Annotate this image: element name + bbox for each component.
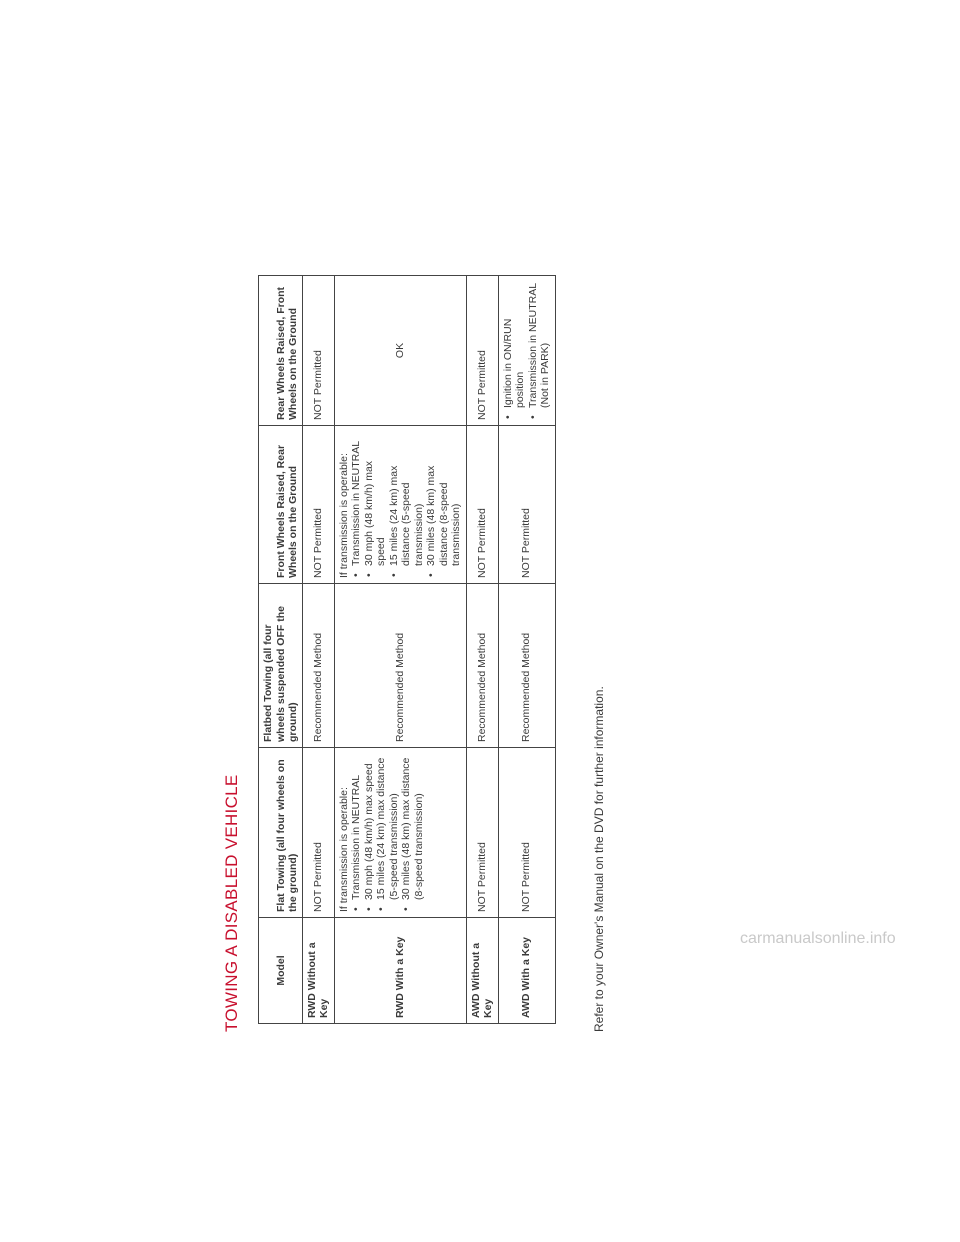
flatbed-cell: Recommended Method <box>334 583 466 748</box>
front-raised-cell: NOT Permitted <box>466 425 498 584</box>
table-row: RWD With a Key If transmission is operab… <box>334 275 466 1024</box>
header-model: Model <box>258 917 302 1024</box>
rear-raised-cell: Ignition in ON/RUN position Transmission… <box>498 275 555 426</box>
front-raised-cell: NOT Permitted <box>302 425 334 584</box>
table-row: AWD With a Key NOT Permitted Recommended… <box>498 275 555 1024</box>
rear-raised-cell: NOT Permitted <box>302 275 334 426</box>
list-item: 30 miles (48 km) max distance (8-speed t… <box>400 753 425 900</box>
model-cell: RWD Without a Key <box>302 917 334 1024</box>
front-bullet-list: Transmission in NEUTRAL 30 mph (48 km/h)… <box>350 431 463 578</box>
list-item: 15 miles (24 km) max distance (5-speed t… <box>375 753 400 900</box>
header-flatbed-towing: Flatbed Towing (all four wheels suspende… <box>258 583 302 748</box>
flat-cell: NOT Permitted <box>498 747 555 918</box>
front-raised-cell: NOT Permitted <box>498 425 555 584</box>
list-item: Transmission in NEUTRAL <box>350 431 363 566</box>
front-raised-cell: If transmission is operable: Transmissio… <box>334 425 466 584</box>
rear-bullet-list: Ignition in ON/RUN position Transmission… <box>502 281 552 420</box>
list-item: Transmission in NEUTRAL <box>350 753 363 900</box>
model-cell: AWD With a Key <box>498 917 555 1024</box>
watermark: carmanualsonline.info <box>740 930 896 947</box>
list-item: 30 mph (48 km/h) max speed <box>363 431 388 566</box>
model-cell: RWD With a Key <box>334 917 466 1024</box>
header-flat-towing: Flat Towing (all four wheels on the grou… <box>258 747 302 918</box>
towing-table: Model Flat Towing (all four wheels on th… <box>258 275 556 1024</box>
table-row: AWD Without a Key NOT Permitted Recommen… <box>466 275 498 1024</box>
flat-bullet-list: Transmission in NEUTRAL 30 mph (48 km/h)… <box>350 753 425 912</box>
header-rear-wheels-raised: Rear Wheels Raised, Front Wheels on the … <box>258 275 302 426</box>
front-intro: If transmission is operable: <box>337 453 350 578</box>
list-item: Transmission in NEUTRAL (Not in PARK) <box>527 281 552 408</box>
flatbed-cell: Recommended Method <box>498 583 555 748</box>
flat-cell: NOT Permitted <box>302 747 334 918</box>
table-header-row: Model Flat Towing (all four wheels on th… <box>258 275 302 1024</box>
footnote: Refer to your Owner's Manual on the DVD … <box>592 686 606 1032</box>
header-front-wheels-raised: Front Wheels Raised, Rear Wheels on the … <box>258 425 302 584</box>
flat-cell: If transmission is operable: Transmissio… <box>334 747 466 918</box>
flat-cell: NOT Permitted <box>466 747 498 918</box>
table-row: RWD Without a Key NOT Permitted Recommen… <box>302 275 334 1024</box>
list-item: 30 mph (48 km/h) max speed <box>363 753 376 900</box>
list-item: Ignition in ON/RUN position <box>502 281 527 408</box>
page-title: TOWING A DISABLED VEHICLE <box>222 774 241 1032</box>
flatbed-cell: Recommended Method <box>466 583 498 748</box>
flat-intro: If transmission is operable: <box>337 787 350 912</box>
flatbed-cell: Recommended Method <box>302 583 334 748</box>
list-item: 15 miles (24 km) max distance (5-speed t… <box>388 431 426 566</box>
rear-raised-cell: NOT Permitted <box>466 275 498 426</box>
list-item: 30 miles (48 km) max distance (8-speed t… <box>425 431 463 566</box>
rear-raised-cell: OK <box>334 275 466 426</box>
model-cell: AWD Without a Key <box>466 917 498 1024</box>
